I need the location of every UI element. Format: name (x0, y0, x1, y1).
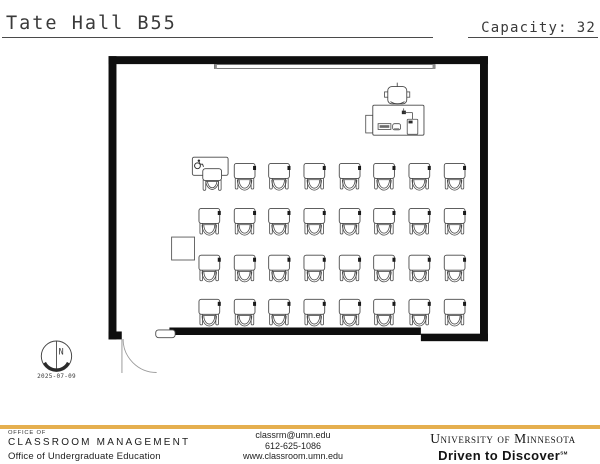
tablet-arm-chair (373, 254, 396, 283)
wall-bottom-stub (108, 331, 122, 340)
door (121, 329, 176, 373)
tablet-arm-chair (373, 298, 396, 327)
tablet-arm-chair (268, 298, 291, 327)
side-table (171, 236, 195, 261)
tablet-arm-chair (338, 254, 362, 283)
tablet-arm-chair (338, 162, 362, 191)
lectern-side-shelf (365, 114, 374, 134)
room-walls (108, 56, 488, 342)
student-seats (198, 162, 467, 327)
north-compass-icon: N (40, 340, 73, 372)
tablet-arm-chair (408, 162, 431, 191)
tablet-arm-chair (233, 162, 257, 191)
tablet-arm-chair (268, 254, 291, 283)
floor-plan: N 2025-07-09 (37, 56, 488, 380)
whiteboard-endcap-left (214, 64, 217, 69)
tablet-arm-chair (303, 298, 326, 327)
capacity-readout: Capacity: 32 (481, 20, 596, 36)
tablet-arm-chair (373, 207, 396, 236)
tablet-arm-chair (338, 207, 362, 236)
tablet-arm-chair (198, 207, 221, 236)
footer-office-block: OFFICE OF CLASSROOM MANAGEMENT Office of… (8, 430, 190, 462)
tablet-arm-chair (268, 207, 291, 236)
tablet-arm-chair (373, 162, 396, 191)
contact-email: classrm@umn.edu (255, 430, 331, 440)
tablet-arm-chair (233, 298, 257, 327)
contact-website: www.classroom.umn.edu (242, 451, 344, 461)
tablet-arm-chair (303, 162, 326, 191)
page-title: Tate Hall B55 (6, 13, 177, 34)
tablet-arm-chair (268, 162, 291, 191)
university-tagline: Driven to DiscoverSM (438, 447, 568, 463)
whiteboard (214, 64, 436, 69)
accessibility-icon (194, 159, 204, 170)
north-label: N (59, 346, 64, 356)
tablet-arm-chair (338, 298, 362, 327)
tablet-arm-chair (443, 207, 467, 236)
accessible-station (191, 156, 229, 191)
capacity-label: Capacity: (481, 20, 568, 36)
instructor-station (365, 82, 425, 136)
contact-phone: 612-625-1086 (264, 440, 322, 451)
accessible-chair (202, 168, 223, 191)
wall-bottom-right (420, 333, 488, 342)
footer-contact-block: classrm@umn.edu 612-625-1086 www.classro… (228, 430, 358, 462)
tablet-arm-chair (443, 254, 467, 283)
tablet-arm-chair (408, 298, 431, 327)
plan-date: 2025-07-09 (37, 373, 76, 380)
tablet-arm-chair (198, 254, 221, 283)
tablet-arm-chair (408, 254, 431, 283)
department-label: CLASSROOM MANAGEMENT (8, 437, 191, 448)
tablet-arm-chair (303, 207, 326, 236)
footer-brand-block: University of Minnesota Driven to Discov… (414, 431, 592, 463)
service-mark: SM (560, 450, 568, 456)
office-of-label: OFFICE OF (8, 430, 47, 436)
wall-right (480, 56, 488, 342)
document-camera-icon (401, 108, 419, 135)
whiteboard-endcap-right (432, 64, 435, 69)
gold-divider-bar (0, 425, 600, 429)
tablet-arm-chair (233, 207, 257, 236)
tablet-arm-chair (443, 162, 467, 191)
instructor-chair-icon (384, 82, 411, 105)
door-leaf (155, 329, 176, 339)
tablet-arm-chair (303, 254, 326, 283)
suborg-label: Office of Undergraduate Education (8, 450, 161, 462)
tablet-arm-chair (198, 298, 221, 327)
door-swing-arc (122, 338, 157, 373)
capacity-underline (468, 37, 598, 38)
wall-bottom-main (169, 327, 421, 335)
tablet-arm-chair (233, 254, 257, 283)
wall-left (108, 56, 117, 340)
wall-top (108, 56, 488, 65)
mouse-icon (392, 123, 401, 131)
keyboard-icon (377, 123, 392, 130)
capacity-value: 32 (576, 20, 596, 36)
tablet-arm-chair (443, 298, 467, 327)
university-wordmark: University of Minnesota (430, 431, 576, 446)
title-underline (2, 37, 433, 38)
tablet-arm-chair (408, 207, 431, 236)
